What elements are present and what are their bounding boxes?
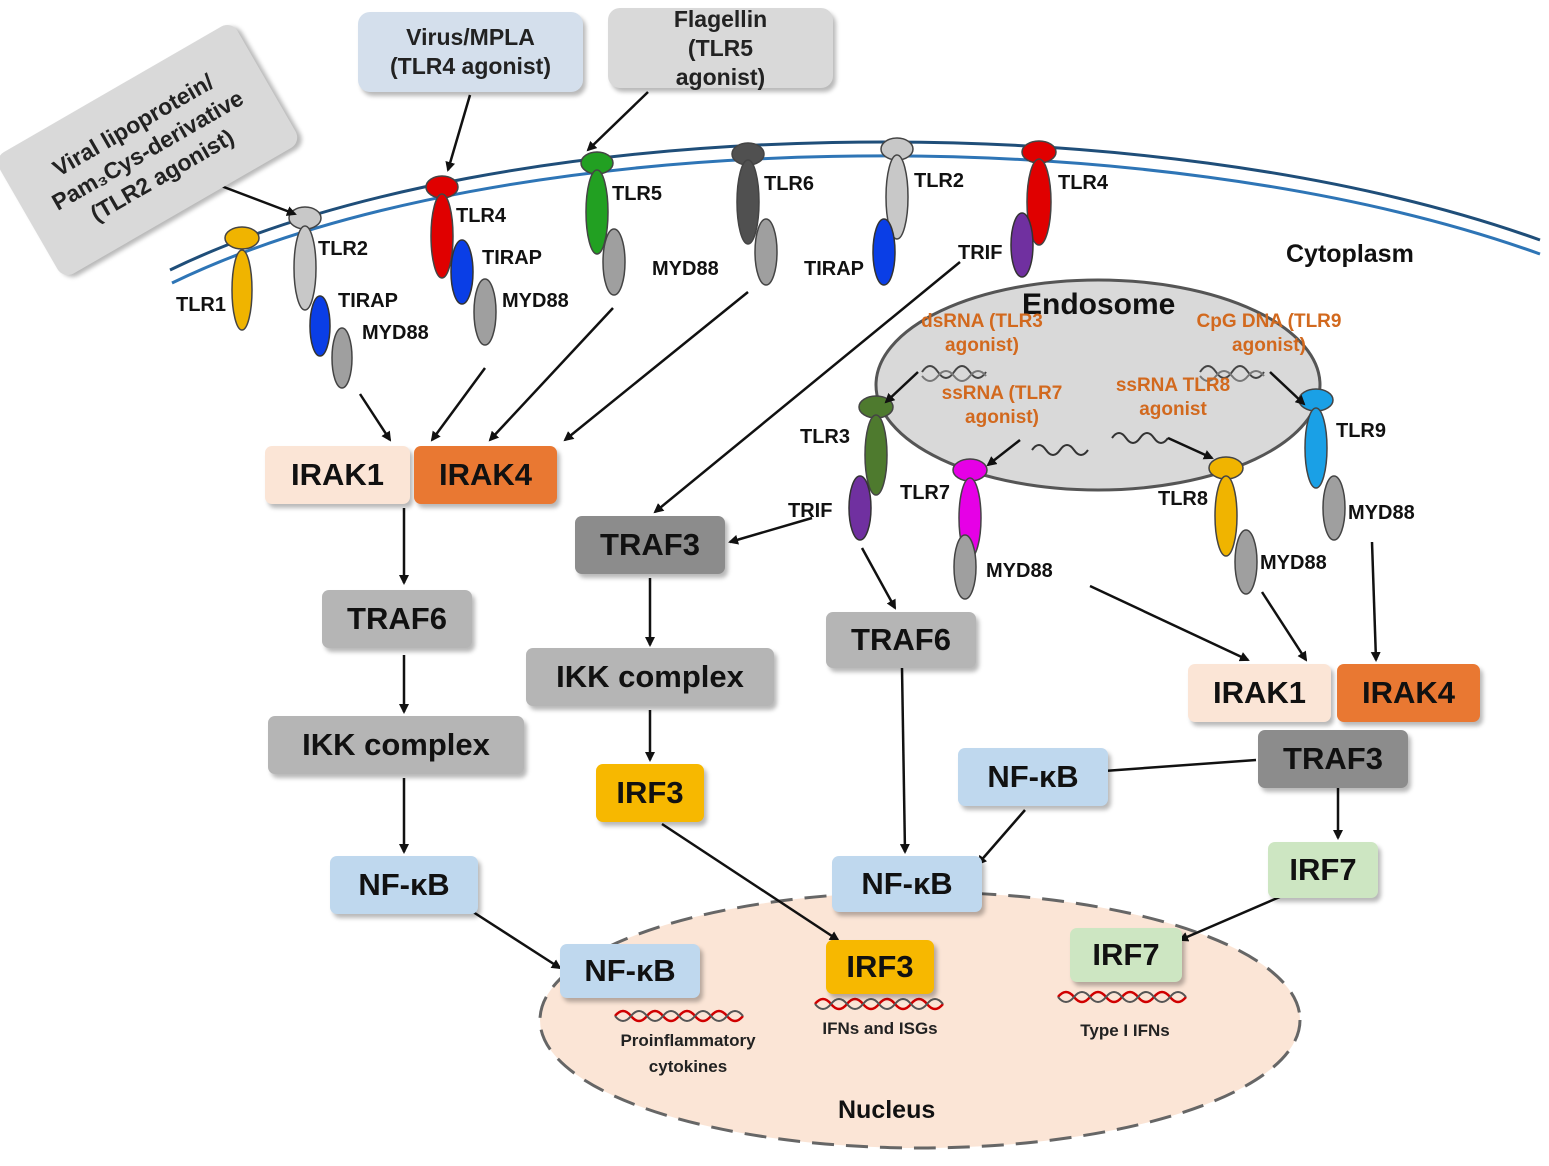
irak1-box: IRAK1 <box>265 446 410 504</box>
myd88-adaptor <box>953 534 977 600</box>
tlr3-body <box>864 414 888 496</box>
tlr2-label: TLR2 <box>318 238 368 260</box>
plasma-membrane-inner <box>171 154 1541 285</box>
endosome-membrane <box>874 278 1322 492</box>
tirap-label: TIRAP <box>338 290 398 312</box>
tlr4-label: TLR4 <box>1058 172 1108 194</box>
myd88-adaptor <box>331 327 353 389</box>
myd88-label: MYD88 <box>502 290 569 312</box>
cpg-dna-strand-icon <box>1199 370 1265 382</box>
tlr2-body <box>293 225 317 311</box>
tlr9-label: TLR9 <box>1336 420 1386 442</box>
myd88-label: MYD88 <box>986 560 1053 582</box>
tlr8-body <box>1214 475 1238 557</box>
nf-kb-box: NF-κB <box>560 944 700 998</box>
ssrna-tlr7-agonist-label: ssRNA (TLR7 agonist) <box>941 383 1063 428</box>
irak4-box: IRAK4 <box>414 446 557 504</box>
trif-label: TRIF <box>958 242 1003 264</box>
irak1-box: IRAK1 <box>1188 664 1331 722</box>
traf3-box: TRAF3 <box>575 516 725 574</box>
ifns-isgs-label: IFNs and ISGs <box>822 1019 938 1038</box>
tlr3-label: TLR3 <box>800 426 850 448</box>
nf-kb-box: NF-κB <box>330 856 478 914</box>
dsrna-strand-icon <box>921 370 987 382</box>
trif-adaptor <box>1010 212 1034 278</box>
ssrna-strand-icon <box>1111 432 1169 444</box>
cytoplasm-label: Cytoplasm <box>1286 240 1414 268</box>
myd88-adaptor <box>1322 475 1346 541</box>
tlr2-body <box>885 154 909 240</box>
tlr6-label: TLR6 <box>764 173 814 195</box>
nucleus-label: Nucleus <box>838 1096 936 1124</box>
dsrna-agonist-label: dsRNA (TLR3 agonist) <box>921 311 1043 356</box>
tlr1-body <box>231 249 253 331</box>
plasma-membrane-outer <box>169 140 1541 272</box>
ikk-complex-box: IKK complex <box>526 648 774 706</box>
tlr1-label: TLR1 <box>176 294 226 316</box>
irf7-box: IRF7 <box>1070 928 1182 982</box>
myd88-adaptor <box>754 218 778 286</box>
tlr8-label: TLR8 <box>1158 488 1208 510</box>
myd88-label: MYD88 <box>1260 552 1327 574</box>
tlr7-label: TLR7 <box>900 482 950 504</box>
nf-kb-box: NF-κB <box>832 856 982 912</box>
tirap-adaptor <box>450 239 474 305</box>
proinflammatory-cytokines-label: Proinflammatory cytokines <box>620 1031 756 1076</box>
myd88-adaptor <box>602 228 626 296</box>
traf6-box: TRAF6 <box>322 590 472 648</box>
nf-kb-box: NF-κB <box>958 748 1108 806</box>
endosome-title: Endosome <box>1022 288 1176 321</box>
cpg-dna-strand-icon <box>1199 365 1265 379</box>
traf3-box: TRAF3 <box>1258 730 1408 788</box>
irf3-box: IRF3 <box>596 764 704 822</box>
tlr6-body <box>736 159 760 245</box>
dna-icon <box>614 1009 744 1023</box>
tlr9-body <box>1304 407 1328 489</box>
tlr4-agonist-box: Virus/MPLA (TLR4 agonist) <box>358 12 583 92</box>
tirap-adaptor <box>872 218 896 286</box>
myd88-label: MYD88 <box>652 258 719 280</box>
irak4-box: IRAK4 <box>1337 664 1480 722</box>
irf3-box: IRF3 <box>826 940 934 994</box>
dna-icon <box>814 997 944 1011</box>
trif-label: TRIF <box>788 500 833 522</box>
tlr2-label: TLR2 <box>914 170 964 192</box>
signaling-arrows <box>199 91 1381 970</box>
tlr1-ectodomain <box>224 226 260 250</box>
tlr5-agonist-box: Flagellin (TLR5 agonist) <box>608 6 833 90</box>
irf7-box: IRF7 <box>1268 842 1378 898</box>
tirap-label: TIRAP <box>804 258 864 280</box>
myd88-label: MYD88 <box>1348 502 1415 524</box>
tlr4-body <box>1026 158 1052 246</box>
tlr4-label: TLR4 <box>456 205 506 227</box>
myd88-adaptor <box>1234 529 1258 595</box>
ssrna-tlr8-agonist-label: ssRNA TLR8 agonist <box>1115 375 1231 420</box>
ssrna-strand-icon <box>1031 444 1089 456</box>
tlr4-body <box>430 193 454 279</box>
tirap-adaptor <box>309 295 331 357</box>
myd88-label: MYD88 <box>362 322 429 344</box>
type-i-ifns-label: Type I IFNs <box>1080 1021 1170 1040</box>
traf6-box: TRAF6 <box>826 612 976 668</box>
dsrna-strand-icon <box>921 365 987 379</box>
tlr5-body <box>585 169 609 255</box>
tlr5-label: TLR5 <box>612 183 662 205</box>
tirap-label: TIRAP <box>482 247 542 269</box>
cpg-dna-agonist-label: CpG DNA (TLR9 agonist) <box>1196 311 1342 356</box>
myd88-adaptor <box>473 278 497 346</box>
ikk-complex-box: IKK complex <box>268 716 524 774</box>
trif-adaptor <box>848 475 872 541</box>
dna-icon <box>1057 990 1187 1004</box>
